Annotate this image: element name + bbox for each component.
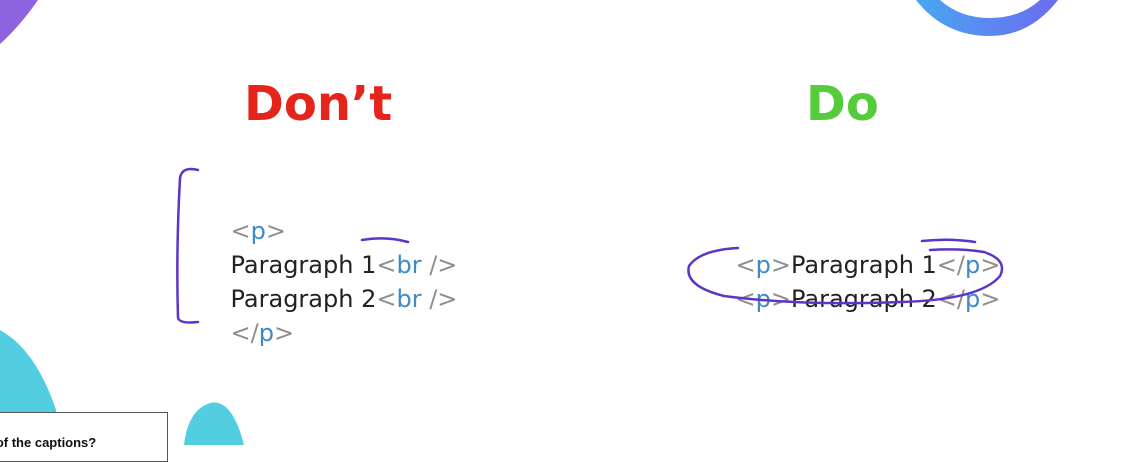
- tag-angle: <: [230, 217, 251, 245]
- tag-name: p: [755, 251, 771, 279]
- tag-angle: </: [936, 251, 965, 279]
- caption-text: k of the captions?: [0, 435, 97, 450]
- paragraph-text: Paragraph 1: [230, 251, 377, 279]
- tag-angle: <: [376, 251, 397, 279]
- underline-mark: [920, 238, 977, 244]
- tag-name: br: [396, 285, 422, 313]
- do-heading: Do: [806, 76, 879, 132]
- code-line-paragraph-1: <p>Paragraph 1</p>: [705, 214, 1001, 279]
- tag-angle: >: [770, 251, 791, 279]
- tag-name: p: [250, 217, 266, 245]
- tag-angle: </: [230, 319, 259, 347]
- tag-angle: />: [421, 285, 458, 313]
- ink-annotations: [176, 167, 1004, 324]
- tag-name: p: [258, 319, 274, 347]
- code-line-paragraph-2: Paragraph 2<br />: [200, 248, 458, 313]
- cyan-blob-bottom: [184, 402, 244, 445]
- code-line-paragraph-1: Paragraph 1<br />: [200, 214, 458, 279]
- tag-angle: >: [770, 285, 791, 313]
- underline-mark: [360, 237, 410, 244]
- blue-blob-shape: [916, 0, 1058, 36]
- tag-name: br: [396, 251, 422, 279]
- tag-angle: >: [265, 217, 286, 245]
- bracket-mark: [176, 167, 200, 324]
- code-line-close-p: </p>: [200, 282, 457, 347]
- tag-angle: <: [735, 251, 756, 279]
- paragraph-text: Paragraph 2: [790, 285, 937, 313]
- code-line-paragraph-2: <p>Paragraph 2</p>: [705, 248, 1001, 313]
- circle-mark: [687, 246, 1004, 305]
- tag-angle: <: [376, 285, 397, 313]
- caption-box: k of the captions?: [0, 412, 168, 462]
- tag-angle: />: [421, 251, 458, 279]
- code-line-open-p: <p>: [200, 180, 457, 245]
- paragraph-text: Paragraph 1: [790, 251, 937, 279]
- tag-angle: >: [980, 285, 1001, 313]
- tag-angle: >: [273, 319, 295, 347]
- dont-heading: Don’t: [244, 76, 393, 132]
- paragraph-text: Paragraph 2: [230, 285, 377, 313]
- dont-code-block: <p> Paragraph 1<br /> Paragraph 2<br /> …: [200, 180, 458, 347]
- tag-name: p: [965, 251, 981, 279]
- purple-corner-shape: [0, 0, 38, 44]
- do-code-block: <p>Paragraph 1</p> <p>Paragraph 2</p>: [705, 214, 1001, 313]
